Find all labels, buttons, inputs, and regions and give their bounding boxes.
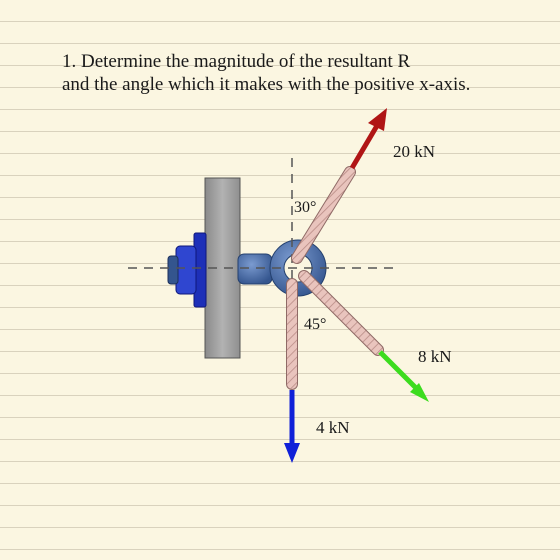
force-arrow-20kn (349, 108, 387, 170)
problem-line-1: 1. Determine the magnitude of the result… (62, 51, 411, 72)
angle-label-45: 45° (304, 316, 326, 333)
force-label-8kn: 8 kN (418, 347, 452, 366)
rope-8kn (298, 270, 384, 356)
rope-20kn (291, 166, 356, 264)
eyebolt-shank (237, 253, 273, 285)
force-arrow-8kn (378, 350, 429, 402)
force-label-4kn: 4 kN (316, 418, 350, 437)
force-arrow-4kn (284, 390, 300, 463)
problem-statement: 1. Determine the magnitude of the result… (62, 50, 532, 96)
nut (175, 245, 197, 295)
bolt-end (167, 255, 179, 285)
force-label-20kn: 20 kN (393, 142, 435, 161)
problem-line-2: and the angle which it makes with the po… (62, 74, 471, 95)
angle-label-30: 30° (294, 199, 316, 216)
